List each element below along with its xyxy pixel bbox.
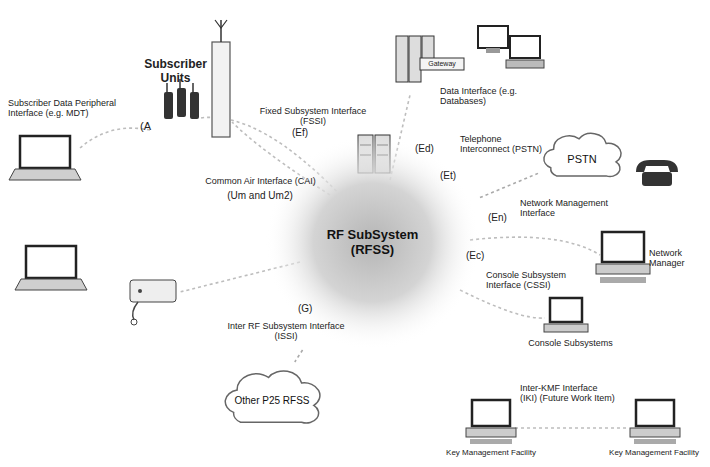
interface-code: (A (140, 120, 162, 133)
link-lines (80, 95, 628, 428)
data-modem (130, 280, 176, 325)
cloud-name: Other P25 RFSS (234, 395, 309, 407)
network-cloud: PSTN (538, 126, 626, 184)
network-manager-computer (596, 232, 650, 283)
key-management-computer (630, 400, 680, 444)
callout-label: Telephone Interconnect (PSTN) (460, 134, 544, 155)
laptop (15, 246, 87, 290)
interface-code: (Um and Um2) (205, 190, 315, 202)
antenna-tower (212, 20, 230, 137)
callout-label: Network Management Interface (520, 198, 612, 219)
callout-label: Gateway (420, 60, 464, 68)
subscriber-radios (164, 79, 199, 119)
node-text: Other P25 RFSS (234, 395, 309, 407)
callout-label: Key Management Facility (600, 448, 708, 457)
cloud-name: PSTN (567, 153, 596, 166)
subsystem-cloud: RF SubSystem (RFSS) (265, 135, 480, 350)
interface-code: (Ed) (415, 143, 445, 155)
callout-label: Fixed Subsystem Interface (FSSI) (248, 106, 378, 127)
callout-label: Console Subsystem Interface (CSSI) (486, 270, 578, 291)
node-text: RF SubSystem (RFSS) (323, 228, 423, 258)
laptop (9, 136, 81, 180)
data-servers (396, 36, 464, 82)
network-cloud: Other P25 RFSS (218, 362, 326, 432)
callout-label: Inter-KMF Interface (IKI) (Future Work I… (520, 383, 615, 404)
interface-link (480, 173, 538, 197)
node-text: PSTN (567, 153, 596, 166)
interface-code: (Et) (440, 170, 470, 182)
callout-label: Inter RF Subsystem Interface (ISSI) (222, 321, 350, 342)
data-computers (478, 26, 544, 68)
console-computer (544, 298, 588, 332)
interface-code: (Ec) (466, 250, 496, 262)
interface-link (295, 350, 303, 362)
callout-label: Data Interface (e.g. Databases) (440, 86, 525, 107)
callout-label: Subscriber Units (128, 58, 223, 86)
key-management-computer (466, 400, 516, 444)
interface-code: (G) (298, 303, 328, 315)
callout-label: Key Management Facility (436, 448, 546, 457)
interface-code: (En) (488, 212, 518, 224)
subsystem-name: RF SubSystem (RFSS) (323, 228, 423, 258)
interface-code: (Ef) (292, 127, 322, 139)
callout-label: Console Subsystems (528, 338, 613, 348)
telephone (636, 160, 678, 186)
callout-label: Common Air Interface (CAI) (198, 176, 323, 186)
callout-label: Network Manager (649, 248, 707, 269)
callout-label: Subscriber Data Peripheral Interface (e.… (8, 98, 136, 119)
